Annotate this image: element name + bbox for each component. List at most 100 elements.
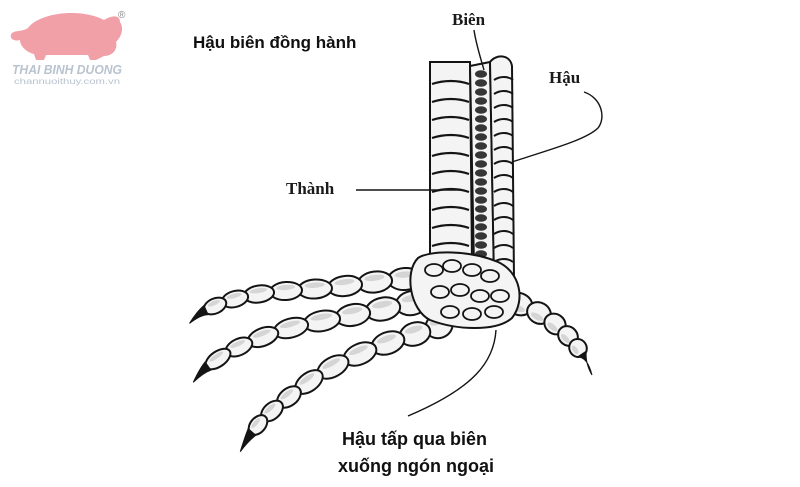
rear-scale-band	[493, 188, 514, 193]
toe-scale-shade	[372, 300, 393, 309]
toe-scale-shade	[530, 312, 544, 321]
rear-scale-band	[493, 160, 514, 165]
joint-scale	[490, 289, 510, 303]
middle-scale-plate	[475, 133, 487, 141]
middle-scale-plate	[475, 160, 487, 168]
front-scale-band	[431, 133, 470, 140]
joint-scale	[440, 305, 460, 319]
label-hau-tap-line-2: xuống ngón ngoại	[338, 456, 494, 476]
toe-scale-shade	[207, 299, 220, 307]
toe-scale-shade	[279, 320, 301, 329]
toe-scale-shade	[276, 284, 296, 291]
front-scale-band	[431, 79, 470, 86]
joint-scale	[462, 263, 482, 277]
toe-scale-shade	[230, 340, 246, 348]
joint-scales	[424, 259, 510, 321]
middle-scale-plate	[475, 115, 487, 123]
label-hau-tap-line-1: Hậu tấp qua biên	[342, 429, 487, 449]
toe-scale-shade	[560, 334, 570, 344]
chicken-foot-illustration	[189, 55, 593, 452]
claw	[189, 304, 209, 324]
toe-scale-shade	[348, 345, 368, 356]
middle-scale-plate	[475, 223, 487, 231]
front-scale-band	[431, 241, 470, 248]
label-thanh: Thành	[286, 179, 335, 198]
middle-scale-plate	[475, 151, 487, 159]
toe-scale-shade	[249, 287, 268, 294]
middle-scale-plate	[475, 241, 487, 249]
rear-scale-band	[493, 104, 514, 109]
rear-scale-band	[493, 230, 514, 235]
joint-scale	[424, 263, 444, 277]
rear-scale-band	[493, 118, 514, 123]
joint-scale	[430, 285, 450, 299]
middle-scale-plate	[475, 70, 487, 78]
diagram-title: Hậu biên đồng hành	[193, 33, 356, 52]
middle-scale-plate	[475, 205, 487, 213]
middle-scale-plate	[475, 142, 487, 150]
toe-scale-shade	[226, 292, 242, 299]
front-scale-band	[431, 205, 470, 212]
toe-scale-shade	[310, 313, 332, 321]
toe-scale-shade	[253, 329, 271, 338]
rear-scale-band	[493, 202, 514, 207]
middle-scale-plate	[475, 124, 487, 132]
leader-hau	[511, 91, 603, 163]
label-bien: Biên	[452, 10, 486, 29]
front-scale-band	[431, 151, 470, 158]
rear-scale-band	[493, 146, 514, 151]
claw	[576, 350, 593, 376]
toe-scale-shade	[404, 325, 423, 334]
toe-scale-shade	[364, 274, 385, 282]
front-scale-band	[431, 115, 470, 122]
toe-scale-shade	[342, 307, 363, 315]
toe-scale-shade	[209, 351, 224, 362]
middle-scale-plate	[475, 88, 487, 96]
joint-scale	[470, 289, 490, 303]
joint-scale	[462, 307, 482, 321]
middle-scale-plate	[475, 178, 487, 186]
front-scale-band	[431, 187, 470, 194]
toe-scale-shade	[377, 334, 396, 344]
leader-bien	[473, 29, 485, 71]
toe-scale-shade	[304, 282, 325, 288]
toe-scale-shade	[334, 278, 355, 286]
pig-logo-icon	[10, 13, 123, 61]
rear-scale-band	[493, 76, 514, 81]
rear-scale-band	[493, 244, 514, 249]
middle-scale-plate	[475, 97, 487, 105]
middle-scale-plate	[475, 79, 487, 87]
leader-bottom	[407, 329, 497, 417]
toe-scale-shade	[299, 373, 315, 385]
middle-scale-plate	[475, 232, 487, 240]
joint-scale	[480, 269, 500, 283]
toe-scale-shade	[571, 345, 579, 355]
middle-scale-plate	[475, 169, 487, 177]
leader-lines	[356, 29, 603, 417]
logo-brand-name: THAI BINH DUONG	[12, 62, 122, 77]
brand-logo: ® THAI BINH DUONG channuoithuy.com.vn	[10, 10, 126, 86]
toe-scale-shade	[264, 403, 276, 414]
claw	[239, 427, 257, 452]
joint-scale	[442, 259, 462, 273]
toe-inner-upper	[189, 266, 424, 324]
rear-scale-band	[493, 174, 514, 179]
middle-scale-plate	[475, 187, 487, 195]
rear-scale-band	[493, 132, 514, 137]
toe-scale-shade	[280, 389, 294, 400]
front-scale-band	[431, 223, 470, 230]
front-scale-band	[431, 97, 470, 104]
middle-scale-plate	[475, 214, 487, 222]
joint-scale	[484, 305, 504, 319]
toe-scale-shade	[251, 418, 261, 428]
logo-website: channuoithuy.com.vn	[14, 77, 120, 86]
front-scale-band	[431, 169, 470, 176]
middle-scale-plate	[475, 106, 487, 114]
label-hau: Hậu	[549, 68, 580, 87]
toe-scale-shade	[547, 322, 558, 332]
middle-scale-plate	[475, 196, 487, 204]
registered-mark: ®	[118, 10, 126, 21]
claw	[192, 361, 212, 383]
joint-scale	[450, 283, 470, 297]
